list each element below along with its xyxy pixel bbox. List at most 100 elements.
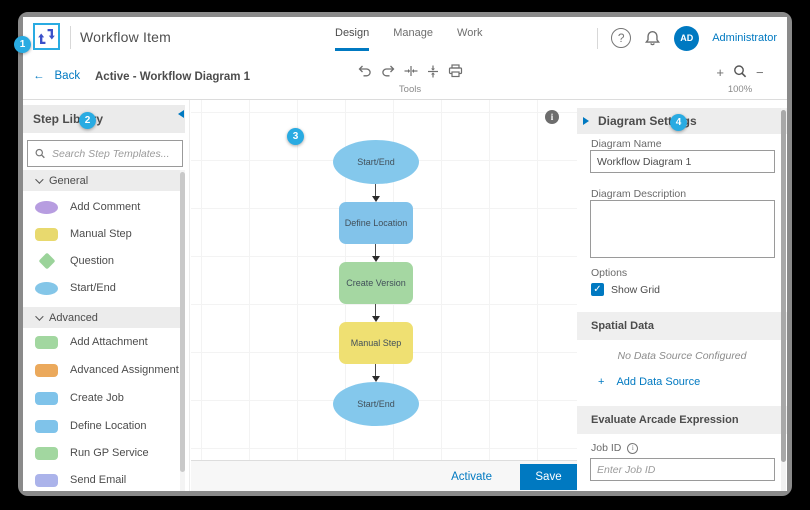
list-item-define-location[interactable]: Define Location bbox=[23, 413, 179, 439]
list-item-send-email[interactable]: Send Email bbox=[23, 467, 179, 491]
ellipse-shape-icon bbox=[35, 281, 58, 295]
rect-shape-icon bbox=[35, 446, 58, 460]
connector bbox=[375, 184, 376, 196]
diagram-settings-panel: Diagram Settings Diagram Name Diagram De… bbox=[577, 100, 787, 491]
list-item-advanced-assignment[interactable]: Advanced Assignment bbox=[23, 357, 179, 383]
activate-button[interactable]: Activate bbox=[451, 470, 492, 483]
list-item-create-job[interactable]: Create Job bbox=[23, 385, 179, 411]
callout-badge-3: 3 bbox=[287, 128, 304, 145]
rect-shape-icon bbox=[35, 363, 58, 377]
node-manual-step[interactable]: Manual Step bbox=[339, 322, 413, 364]
diagram-name-label: Diagram Name bbox=[591, 138, 662, 150]
callout-badge-4: 4 bbox=[670, 114, 687, 131]
save-button[interactable]: Save bbox=[520, 463, 577, 490]
redo-icon[interactable] bbox=[381, 65, 395, 78]
rect-shape-icon bbox=[35, 227, 58, 241]
job-id-input[interactable] bbox=[590, 458, 775, 481]
plus-icon: + bbox=[598, 376, 605, 388]
rect-shape-icon bbox=[35, 391, 58, 405]
search-icon bbox=[34, 148, 46, 160]
collapse-left-panel-icon[interactable] bbox=[178, 110, 184, 118]
main-tabs: Design Manage Work bbox=[335, 27, 482, 51]
no-data-source-text: No Data Source Configured bbox=[617, 350, 747, 362]
ellipse-shape-icon bbox=[35, 200, 58, 214]
print-icon[interactable] bbox=[448, 64, 463, 78]
settings-scrollbar[interactable] bbox=[781, 108, 786, 491]
node-create-version[interactable]: Create Version bbox=[339, 262, 413, 304]
show-grid-checkbox[interactable]: ✓ bbox=[591, 283, 604, 296]
section-general[interactable]: General bbox=[23, 170, 185, 191]
sidebar-scrollbar[interactable] bbox=[180, 170, 185, 491]
node-define-location[interactable]: Define Location bbox=[339, 202, 413, 244]
step-search-box bbox=[27, 140, 183, 167]
spatial-data-header: Spatial Data bbox=[577, 312, 787, 340]
callout-badge-1: 1 bbox=[14, 36, 31, 53]
canvas-info-icon[interactable]: i bbox=[545, 110, 559, 124]
job-id-info-icon[interactable]: i bbox=[627, 442, 639, 454]
back-button[interactable]: ← Back bbox=[33, 70, 80, 82]
help-icon[interactable]: ? bbox=[611, 28, 632, 48]
chevron-down-icon bbox=[35, 174, 44, 184]
add-data-source-button[interactable]: + Add Data Source bbox=[598, 376, 701, 388]
header-right-divider bbox=[597, 27, 599, 49]
page-title: Workflow Item bbox=[80, 29, 172, 45]
rect-shape-icon bbox=[35, 419, 58, 433]
list-item-run-gp-service[interactable]: Run GP Service bbox=[23, 440, 179, 466]
connector-arrowhead bbox=[372, 376, 380, 382]
zoom-out-button[interactable]: − bbox=[756, 64, 764, 80]
workflow-logo-icon bbox=[38, 28, 55, 45]
connector bbox=[375, 244, 376, 256]
tab-design[interactable]: Design bbox=[335, 27, 370, 51]
rect-shape-icon bbox=[35, 335, 58, 349]
zoom-in-button[interactable]: + bbox=[716, 64, 724, 80]
back-label: Back bbox=[54, 70, 81, 82]
job-id-label: Job ID bbox=[591, 442, 622, 454]
diagram-status-title: Active - Workflow Diagram 1 bbox=[95, 71, 251, 83]
collapse-right-panel-icon[interactable] bbox=[583, 117, 589, 125]
list-item-question[interactable]: Question bbox=[23, 248, 179, 274]
diagram-description-textarea[interactable] bbox=[590, 200, 775, 258]
list-item-add-attachment[interactable]: Add Attachment bbox=[23, 329, 179, 355]
distribute-vertical-icon[interactable] bbox=[427, 65, 439, 78]
diagram-toolbar: ← Back Active - Workflow Diagram 1 bbox=[23, 58, 787, 100]
node-start-end-bottom[interactable]: Start/End bbox=[333, 382, 419, 426]
chevron-down-icon bbox=[35, 311, 44, 321]
callout-badge-2: 2 bbox=[79, 112, 96, 129]
diagram-name-input[interactable] bbox=[590, 150, 775, 173]
connector-arrowhead bbox=[372, 316, 380, 322]
zoom-controls: + − 100% bbox=[709, 62, 771, 95]
connector-arrowhead bbox=[372, 196, 380, 202]
app-header: Workflow Item Design Manage Work ? bbox=[23, 17, 787, 58]
search-input[interactable] bbox=[52, 147, 172, 160]
notifications-bell-icon[interactable] bbox=[644, 30, 661, 47]
list-item-manual-step[interactable]: Manual Step bbox=[23, 221, 179, 247]
diamond-shape-icon bbox=[38, 252, 55, 270]
diagram-description-label: Diagram Description bbox=[591, 188, 687, 200]
workflow-manager-logo[interactable] bbox=[33, 23, 60, 50]
user-name-link[interactable]: Administrator bbox=[712, 32, 777, 44]
app-window: Workflow Item Design Manage Work ? bbox=[18, 12, 792, 496]
header-divider bbox=[70, 26, 71, 49]
tab-manage[interactable]: Manage bbox=[393, 27, 434, 39]
tools-group: Tools bbox=[355, 62, 465, 95]
node-start-end-top[interactable]: Start/End bbox=[333, 140, 419, 184]
step-library-panel: Step Library General bbox=[23, 100, 190, 491]
section-advanced[interactable]: Advanced bbox=[23, 307, 185, 328]
tab-work[interactable]: Work bbox=[457, 27, 483, 39]
user-avatar[interactable]: AD bbox=[674, 25, 700, 51]
connector bbox=[375, 364, 376, 376]
list-item-start-end[interactable]: Start/End bbox=[23, 275, 179, 301]
zoom-percent: 100% bbox=[727, 84, 753, 95]
list-item-add-comment[interactable]: Add Comment bbox=[23, 194, 179, 220]
connector-arrowhead bbox=[372, 256, 380, 262]
arcade-expression-header: Evaluate Arcade Expression bbox=[577, 406, 787, 434]
distribute-horizontal-icon[interactable] bbox=[404, 65, 418, 77]
back-arrow-icon: ← bbox=[33, 70, 45, 82]
magnifier-icon[interactable] bbox=[732, 64, 748, 80]
undo-icon[interactable] bbox=[358, 65, 372, 78]
connector bbox=[375, 304, 376, 316]
rect-shape-icon bbox=[35, 473, 58, 487]
tools-label: Tools bbox=[398, 84, 422, 95]
diagram-canvas[interactable]: i Start/End Define Location Create Versi… bbox=[191, 100, 577, 491]
